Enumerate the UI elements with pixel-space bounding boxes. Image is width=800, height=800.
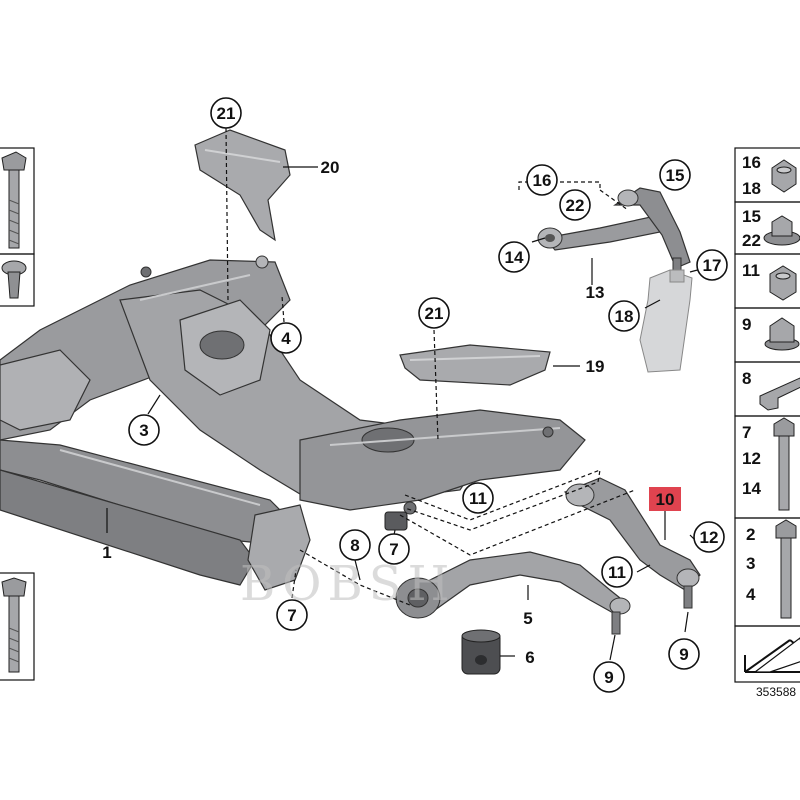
heat-shield-lower xyxy=(399,344,551,386)
direction-arrow-icon xyxy=(744,637,800,673)
left-fastener-panel xyxy=(0,147,35,681)
callout-20: 20 xyxy=(321,158,340,177)
callout-label: 9 xyxy=(604,668,613,687)
panel-label: 22 xyxy=(742,231,761,250)
callout-label: 9 xyxy=(679,645,688,664)
callout-label: 22 xyxy=(566,196,585,215)
mount-bushing xyxy=(384,511,408,531)
callout-22: 22 xyxy=(559,189,591,221)
panel-label: 11 xyxy=(742,261,760,280)
callout-11-lower: 11 xyxy=(601,556,633,588)
panel-label: 7 xyxy=(742,423,751,442)
callout-18: 18 xyxy=(608,300,640,332)
callout-label: 4 xyxy=(281,329,291,348)
bracket-icon xyxy=(759,377,800,411)
diagram-code: 353588 xyxy=(756,685,796,699)
bolt-icon xyxy=(1,577,27,673)
callout-19: 19 xyxy=(586,357,605,376)
callout-17: 17 xyxy=(696,249,728,281)
panel-label: 18 xyxy=(742,179,761,198)
panel-label: 14 xyxy=(742,479,761,498)
callout-label: 8 xyxy=(350,536,359,555)
callout-14: 14 xyxy=(498,241,530,273)
panel-label: 15 xyxy=(742,207,761,226)
callout-label: 12 xyxy=(700,528,719,547)
collar-nut-icon xyxy=(764,317,800,351)
callout-label: 15 xyxy=(666,166,685,185)
hex-nut-icon xyxy=(769,265,797,301)
callout-7-right: 7 xyxy=(378,533,410,565)
protective-cap xyxy=(639,269,693,373)
panel-label: 16 xyxy=(742,153,761,172)
callout-4: 4 xyxy=(270,322,302,354)
callout-label: 11 xyxy=(469,489,487,508)
panel-label: 8 xyxy=(742,369,751,388)
callout-1: 1 xyxy=(102,543,111,562)
panel-label: 9 xyxy=(742,315,751,334)
panel-label: 4 xyxy=(746,585,756,604)
callout-label: 21 xyxy=(425,304,444,323)
panel-label: 12 xyxy=(742,449,761,468)
front-axle-subframe xyxy=(0,255,586,591)
callout-label: 16 xyxy=(533,171,552,190)
callout-label: 7 xyxy=(389,540,398,559)
callout-21-mid: 21 xyxy=(418,297,450,329)
callout-8: 8 xyxy=(339,529,371,561)
callout-9-left: 9 xyxy=(593,661,625,693)
callout-10-highlight: 10 xyxy=(649,487,681,511)
callout-5: 5 xyxy=(523,609,532,628)
callout-label: 3 xyxy=(139,421,148,440)
callout-12: 12 xyxy=(693,521,725,553)
callout-7-left: 7 xyxy=(276,599,308,631)
clip-icon xyxy=(1,260,27,299)
heat-shield-upper xyxy=(194,129,291,242)
callout-label: 11 xyxy=(608,563,626,582)
panel-label: 3 xyxy=(746,554,755,573)
bolt-icon xyxy=(773,417,795,511)
callout-11-upper: 11 xyxy=(462,482,494,514)
nut-icon xyxy=(771,159,797,193)
bolt-icon xyxy=(775,519,797,619)
callout-3: 3 xyxy=(128,414,160,446)
watermark: BOBSH xyxy=(240,556,456,612)
callout-label: 18 xyxy=(615,307,634,326)
callout-6: 6 xyxy=(525,648,534,667)
panel-label: 2 xyxy=(746,525,755,544)
bolt-icon xyxy=(1,151,27,249)
callout-13: 13 xyxy=(586,283,605,302)
callout-15: 15 xyxy=(659,159,691,191)
callout-9-right: 9 xyxy=(668,638,700,670)
hardware-side-panel: 16 18 15 22 11 9 8 7 12 14 xyxy=(734,147,800,699)
rubber-mount xyxy=(461,629,501,675)
callout-label: 14 xyxy=(505,248,524,267)
callout-label: 17 xyxy=(703,256,722,275)
wishbone-arm xyxy=(395,551,631,635)
tension-strut-arm xyxy=(563,477,701,609)
callout-16: 16 xyxy=(526,164,558,196)
flange-nut-icon xyxy=(763,215,800,246)
callout-label: 10 xyxy=(656,490,675,509)
callout-label: 7 xyxy=(287,606,296,625)
callout-label: 21 xyxy=(217,104,236,123)
callout-21-top: 21 xyxy=(210,97,242,129)
